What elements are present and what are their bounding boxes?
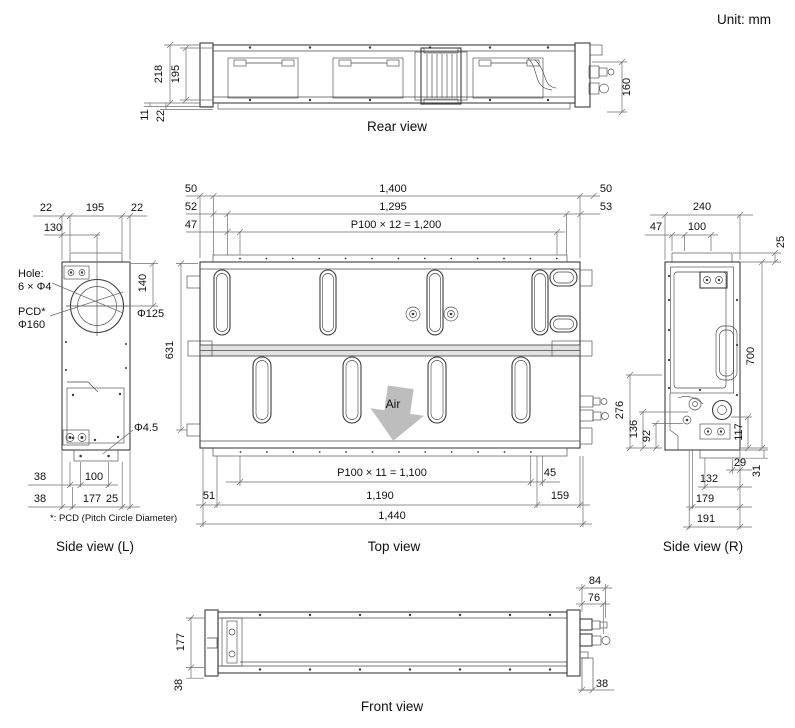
dim-p100x12: P100 × 12 = 1,200 bbox=[351, 219, 442, 231]
side-obround-holes bbox=[549, 268, 578, 333]
dim-218: 218 bbox=[153, 65, 165, 83]
hole-note-line2: 6 × Φ4 bbox=[18, 281, 52, 293]
dim-276: 276 bbox=[614, 401, 626, 419]
dim-191: 191 bbox=[697, 513, 715, 525]
dim-p100x11: P100 × 11 = 1,100 bbox=[337, 467, 427, 479]
screw-holes bbox=[405, 306, 459, 322]
rear-view-dimensions: 218 195 11 22 160 bbox=[139, 41, 633, 122]
flange-holes bbox=[239, 257, 558, 453]
dim-100: 100 bbox=[688, 221, 706, 233]
side-l-body bbox=[61, 252, 131, 462]
dim-195: 195 bbox=[170, 65, 182, 83]
dim-140: 140 bbox=[137, 274, 149, 292]
top-view-dimensions: 50 1,400 50 52 1,295 53 47 P100 × 12 = 1… bbox=[164, 183, 612, 528]
upper-mounting-slots bbox=[213, 269, 549, 336]
dim-700: 700 bbox=[745, 347, 757, 365]
top-view-label: Top view bbox=[368, 539, 421, 554]
dim-240: 240 bbox=[693, 201, 711, 213]
side-view-right: 240 47 100 25 700 276 136 92 117 29 31 1… bbox=[614, 201, 787, 554]
dim-38-left: 38 bbox=[173, 679, 185, 691]
side-r-dimensions: 240 47 100 25 700 276 136 92 117 29 31 1… bbox=[614, 201, 787, 531]
dim-179: 179 bbox=[696, 493, 714, 505]
dim-136: 136 bbox=[628, 420, 640, 438]
dim-38-upper: 38 bbox=[34, 471, 46, 483]
top-pipe-connections bbox=[579, 395, 609, 422]
dim-177: 177 bbox=[175, 633, 187, 651]
rear-view-label: Rear view bbox=[367, 119, 427, 134]
air-label: Air bbox=[386, 397, 401, 411]
dim-29: 29 bbox=[734, 457, 746, 469]
lower-mounting-slots bbox=[252, 356, 531, 424]
dim-160: 160 bbox=[621, 78, 633, 96]
dim-130: 130 bbox=[44, 222, 62, 234]
dim-52: 52 bbox=[185, 201, 197, 213]
rear-view-body bbox=[199, 42, 615, 110]
side-view-right-label: Side view (R) bbox=[663, 539, 743, 554]
dim-22: 22 bbox=[155, 110, 167, 122]
dim-100: 100 bbox=[85, 471, 103, 483]
dim-195: 195 bbox=[86, 202, 104, 214]
pcd-note-line2: Φ160 bbox=[18, 319, 45, 331]
unit-note: Unit: mm bbox=[717, 12, 771, 27]
dim-11: 11 bbox=[139, 109, 151, 120]
dim-50-right: 50 bbox=[600, 183, 612, 195]
top-view: Air bbox=[164, 183, 612, 554]
dim-38-lower: 38 bbox=[34, 493, 46, 505]
dim-159: 159 bbox=[551, 490, 569, 502]
front-view-label: Front view bbox=[361, 699, 424, 714]
dim-84: 84 bbox=[589, 575, 601, 587]
top-view-body: Air bbox=[186, 254, 609, 457]
dim-117: 117 bbox=[733, 423, 745, 441]
dim-25: 25 bbox=[106, 493, 118, 505]
dim-50-left: 50 bbox=[185, 183, 197, 195]
pcd-footnote: *: PCD (Pitch Circle Diameter) bbox=[50, 513, 177, 524]
dim-1295: 1,295 bbox=[379, 201, 407, 213]
dim-631: 631 bbox=[164, 341, 176, 359]
dim-132: 132 bbox=[700, 473, 718, 485]
side-view-left-label: Side view (L) bbox=[56, 539, 134, 554]
pcd-note-line1: PCD* bbox=[18, 306, 46, 318]
side-l-dimensions: 22 195 22 130 140 Hole: 6 × Φ4 PCD* Φ160… bbox=[18, 202, 177, 524]
front-view: 84 76 177 38 38 Front view bbox=[173, 575, 614, 714]
dim-76: 76 bbox=[588, 592, 600, 604]
duct-knockout-circle bbox=[66, 276, 128, 336]
front-pipe-connections bbox=[579, 618, 611, 691]
dim-92: 92 bbox=[641, 430, 653, 442]
dim-phi125: Φ125 bbox=[137, 308, 164, 320]
fan-motor-detail bbox=[414, 47, 468, 105]
rear-view: 218 195 11 22 160 Rear view bbox=[139, 41, 633, 134]
side-r-body bbox=[664, 252, 741, 459]
dim-1400: 1,400 bbox=[379, 183, 407, 195]
dim-45: 45 bbox=[544, 467, 556, 479]
dim-1190: 1,190 bbox=[366, 490, 394, 502]
dim-31: 31 bbox=[751, 465, 763, 477]
drain-and-piping-detail bbox=[669, 393, 741, 459]
front-view-body bbox=[204, 609, 611, 691]
dim-1440: 1,440 bbox=[378, 510, 406, 522]
hole-note-line1: Hole: bbox=[18, 268, 44, 280]
dim-47: 47 bbox=[650, 221, 662, 233]
dim-177: 177 bbox=[83, 493, 101, 505]
air-flow-arrow: Air bbox=[370, 385, 425, 441]
rear-pipe-connections bbox=[588, 65, 615, 95]
dim-51: 51 bbox=[203, 490, 215, 502]
dim-53: 53 bbox=[600, 201, 612, 213]
side-view-left: 22 195 22 130 140 Hole: 6 × Φ4 PCD* Φ160… bbox=[18, 202, 177, 554]
dim-phi45: Φ4.5 bbox=[134, 422, 158, 434]
dim-22-left: 22 bbox=[40, 202, 52, 214]
dim-25: 25 bbox=[775, 236, 787, 248]
dim-47: 47 bbox=[185, 219, 197, 231]
front-view-dimensions: 84 76 177 38 38 bbox=[173, 575, 614, 694]
dim-22-right: 22 bbox=[131, 202, 143, 214]
dim-38-right: 38 bbox=[596, 678, 608, 690]
